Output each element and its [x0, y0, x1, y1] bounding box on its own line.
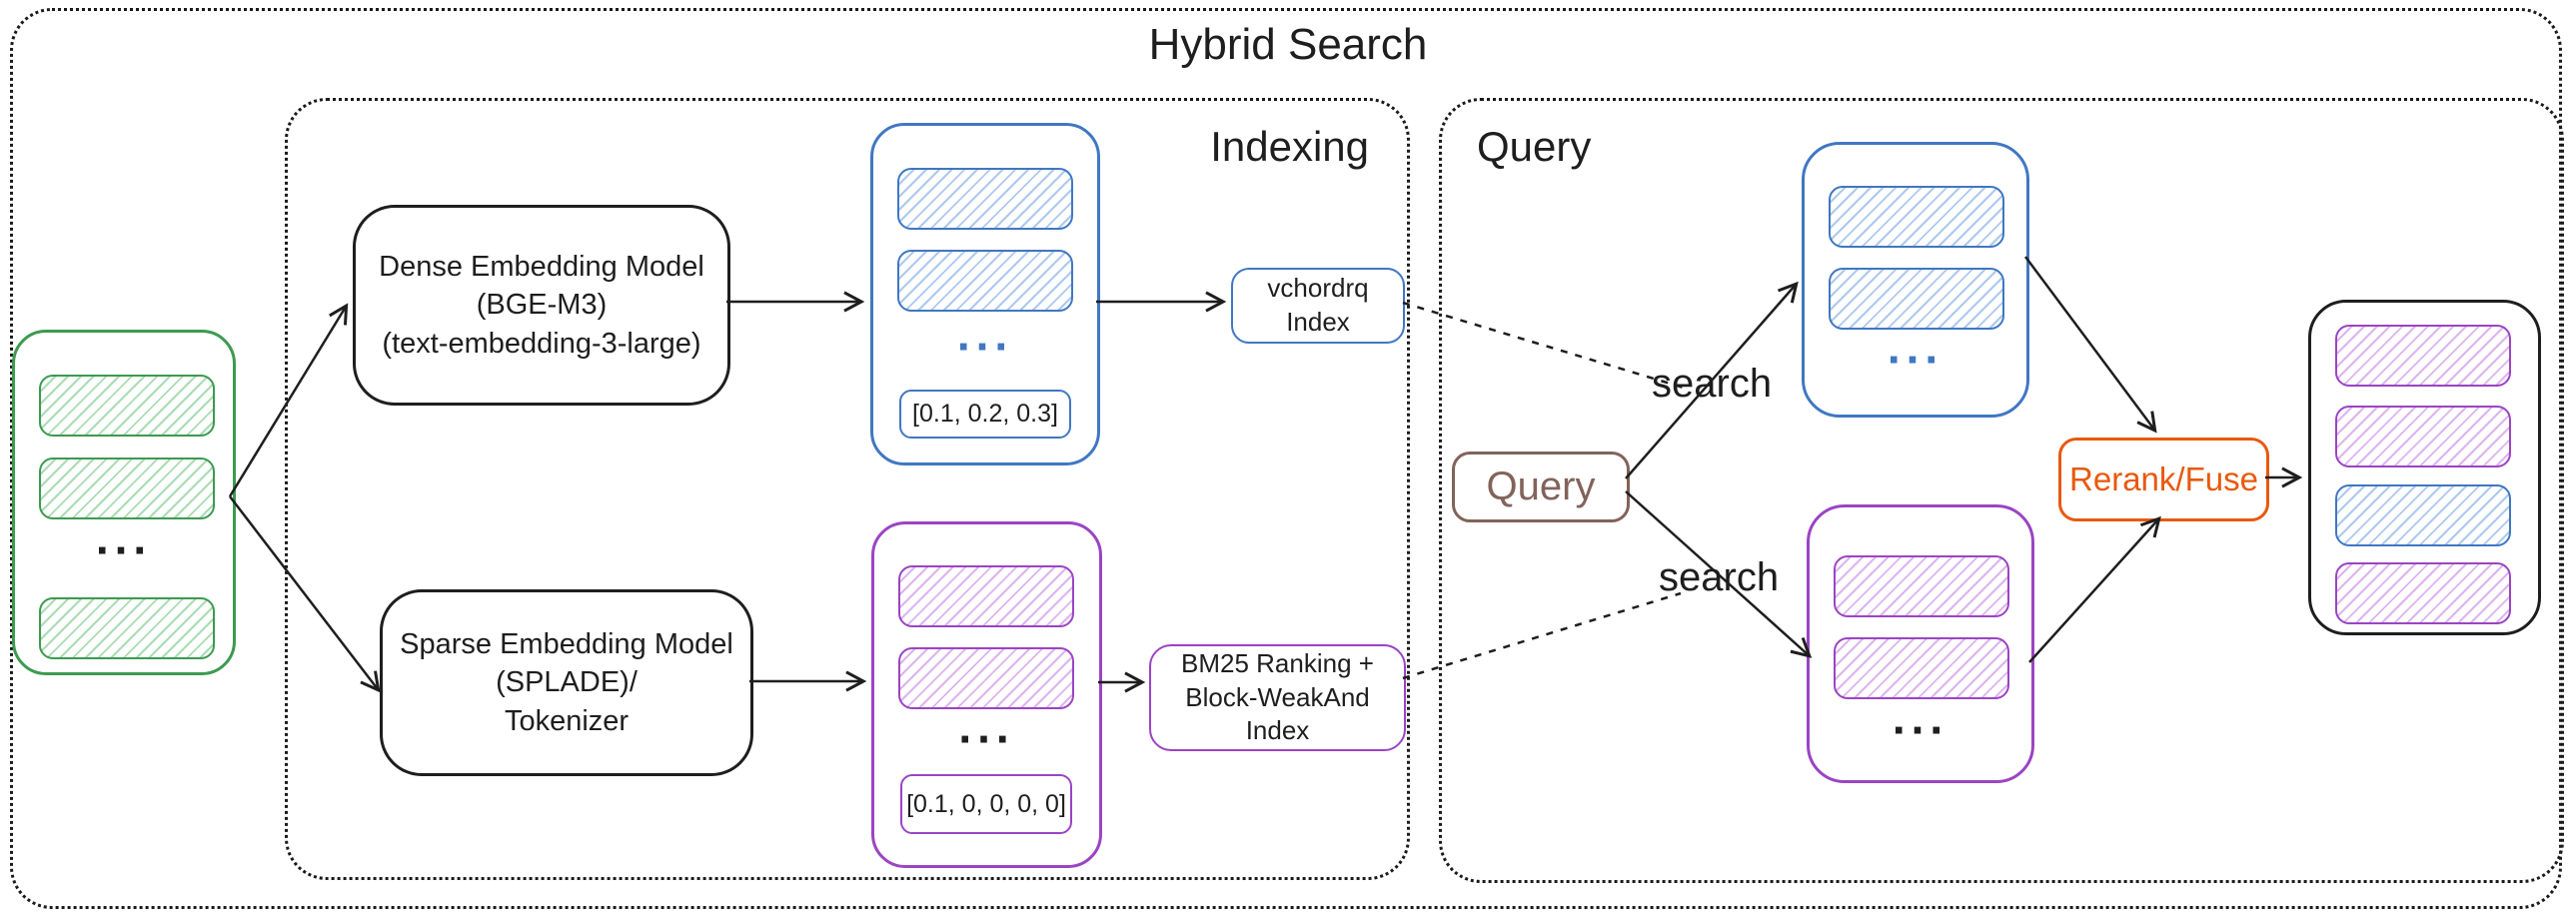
- ellipsis-indicator: ...: [1892, 691, 1949, 744]
- sparse-model-line3: Tokenizer: [504, 704, 630, 737]
- indexing-section-label: Indexing: [1210, 123, 1369, 170]
- bm25-index-box: BM25 Ranking + Block-WeakAnd Index: [1149, 644, 1406, 751]
- sparse-vector-sample: [0.1, 0, 0, 0, 0]: [900, 774, 1072, 834]
- sparse-results-panel: ...: [1807, 504, 2034, 783]
- query-section-label: Query: [1477, 123, 1592, 170]
- dense-model-line1: Dense Embedding Model: [379, 251, 704, 284]
- diagram-title: Hybrid Search: [1148, 20, 1428, 69]
- fused-results-panel: [2308, 300, 2541, 635]
- dense-vector-chip: [897, 168, 1073, 230]
- sparse-result-chip: [1834, 555, 2009, 617]
- bm25-line2: Block-WeakAnd Index: [1185, 681, 1370, 746]
- dense-vector-chip: [897, 250, 1073, 312]
- sparse-vector-chip: [898, 647, 1074, 709]
- dense-embedding-model-box: Dense Embedding Model (BGE-M3) (text-emb…: [353, 205, 730, 406]
- document-chip: [39, 375, 215, 437]
- ellipsis-indicator: ...: [956, 308, 1014, 361]
- dense-vectors-panel: ... [0.1, 0.2, 0.3]: [870, 123, 1100, 465]
- ellipsis-indicator: ...: [95, 511, 153, 564]
- fused-result-chip: [2335, 484, 2511, 546]
- rerank-fuse-box: Rerank/Fuse: [2058, 438, 2269, 521]
- dense-result-chip: [1829, 186, 2004, 248]
- fused-result-chip: [2335, 325, 2511, 387]
- dense-model-line3: (text-embedding-3-large): [382, 327, 701, 360]
- dense-model-line2: (BGE-M3): [476, 289, 608, 322]
- query-input-box: Query: [1452, 452, 1630, 522]
- source-documents-panel: ...: [12, 330, 236, 675]
- sparse-vector-chip: [898, 565, 1074, 627]
- vchordrq-line1: vchordrq: [1267, 273, 1369, 304]
- fused-result-chip: [2335, 562, 2511, 624]
- document-chip: [39, 597, 215, 659]
- vchordrq-index-box: vchordrq Index: [1231, 268, 1405, 344]
- dense-results-panel: ...: [1802, 142, 2029, 418]
- search-sparse-label: search: [1659, 555, 1780, 599]
- hybrid-search-frame: [10, 8, 2562, 909]
- sparse-model-line2: (SPLADE)/: [496, 666, 638, 699]
- ellipsis-indicator: ...: [1887, 321, 1944, 374]
- sparse-model-line1: Sparse Embedding Model: [400, 628, 733, 661]
- bm25-line1: BM25 Ranking +: [1181, 647, 1374, 678]
- document-chip: [39, 458, 215, 519]
- fused-result-chip: [2335, 406, 2511, 467]
- vchordrq-line2: Index: [1286, 307, 1350, 337]
- query-frame: Query: [1439, 98, 2564, 883]
- sparse-embedding-model-box: Sparse Embedding Model (SPLADE)/ Tokeniz…: [380, 589, 753, 776]
- dense-vector-sample: [0.1, 0.2, 0.3]: [899, 390, 1071, 439]
- sparse-result-chip: [1834, 637, 2009, 699]
- dense-result-chip: [1829, 268, 2004, 330]
- ellipsis-indicator: ...: [958, 700, 1015, 753]
- search-dense-label: search: [1652, 362, 1773, 406]
- sparse-vectors-panel: ... [0.1, 0, 0, 0, 0]: [871, 521, 1102, 868]
